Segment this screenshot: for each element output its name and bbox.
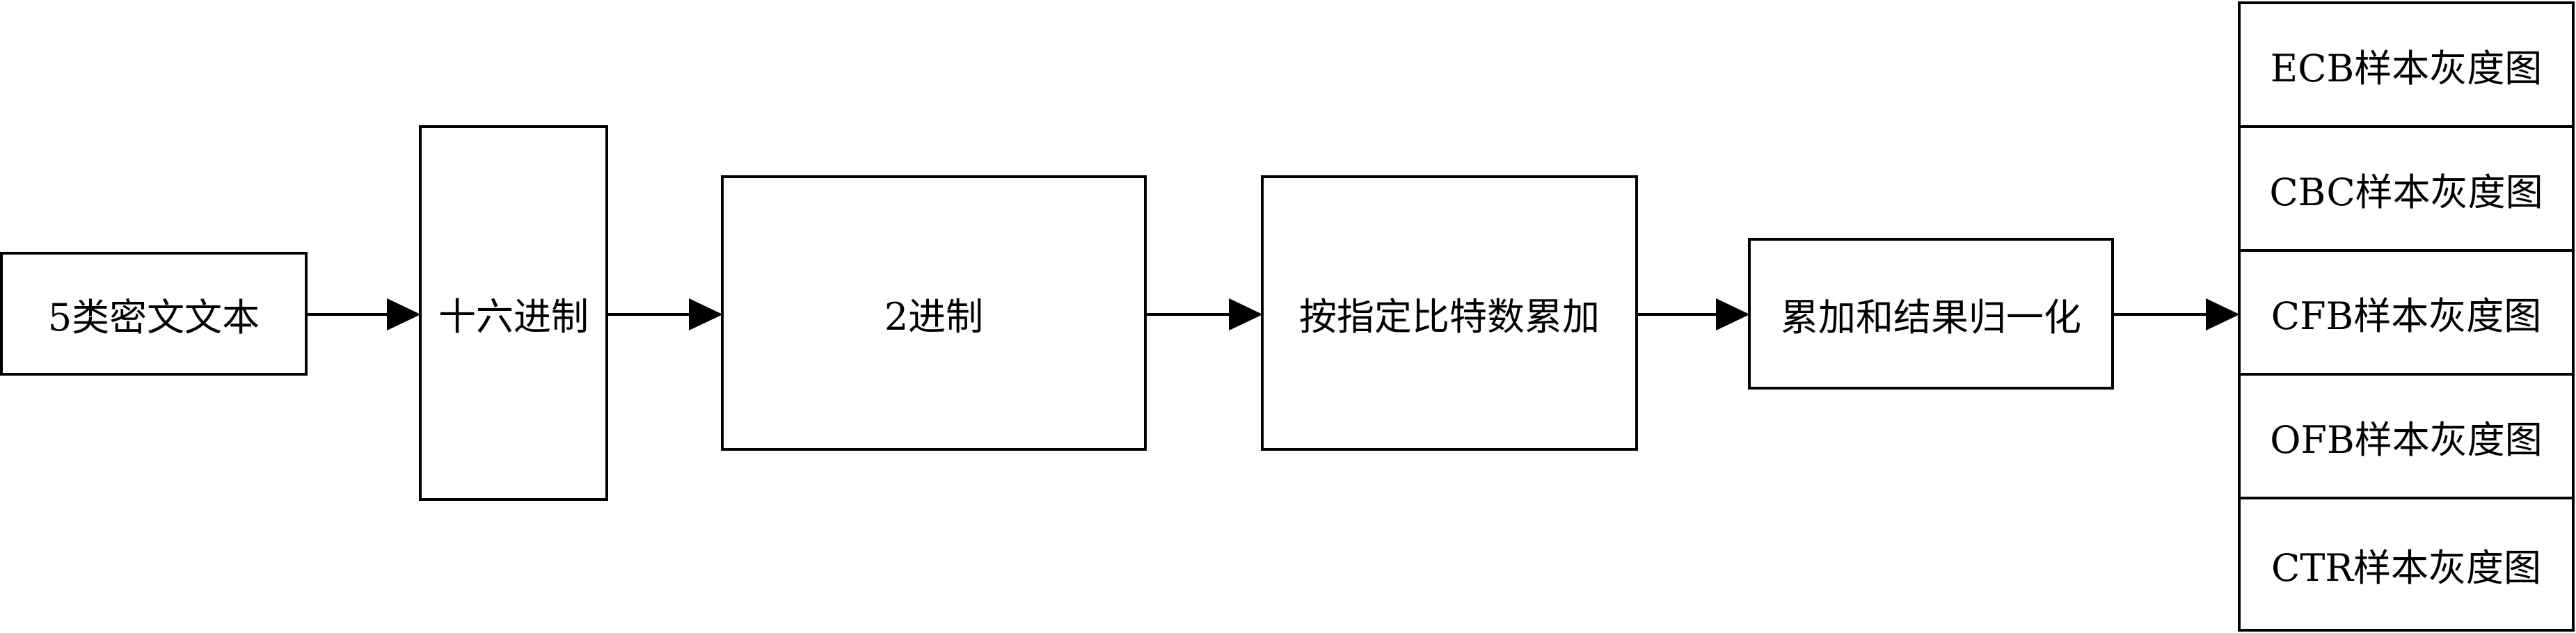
- ciphertext-label: 5类密文文本: [47, 295, 260, 339]
- arrowhead-hex-to-binary: [689, 298, 723, 331]
- hex-label: 十六进制: [438, 294, 589, 339]
- output-ecb-label: ECB样本灰度图: [2270, 46, 2543, 90]
- normalize-box: 累加和结果归一化: [1748, 238, 2114, 390]
- arrowhead-normalize-to-outputs: [2206, 298, 2240, 331]
- normalize-label: 累加和结果归一化: [1781, 295, 2081, 339]
- output-ctr: CTR样本灰度图: [2238, 497, 2575, 632]
- bit-accumulate-label: 按指定比特数累加: [1299, 294, 1600, 339]
- arrowhead-accumulate-to-normalize: [1716, 298, 1750, 331]
- output-cbc: CBC样本灰度图: [2238, 125, 2575, 252]
- output-cbc-label: CBC样本灰度图: [2269, 170, 2543, 214]
- output-cfb: CFB样本灰度图: [2238, 249, 2575, 376]
- output-ofb: OFB样本灰度图: [2238, 373, 2575, 499]
- hex-box: 十六进制: [419, 125, 608, 501]
- binary-label: 2进制: [884, 294, 984, 339]
- ciphertext-box: 5类密文文本: [0, 252, 308, 376]
- output-ctr-label: CTR样本灰度图: [2271, 545, 2541, 590]
- bit-accumulate-box: 按指定比特数累加: [1261, 175, 1638, 451]
- arrowhead-ciphertext-to-hex: [387, 298, 421, 331]
- output-cfb-label: CFB样本灰度图: [2271, 294, 2542, 338]
- binary-box: 2进制: [721, 175, 1147, 451]
- arrowhead-binary-to-accumulate: [1229, 298, 1263, 331]
- output-ecb: ECB样本灰度图: [2238, 1, 2575, 128]
- output-ofb-label: OFB样本灰度图: [2270, 417, 2543, 462]
